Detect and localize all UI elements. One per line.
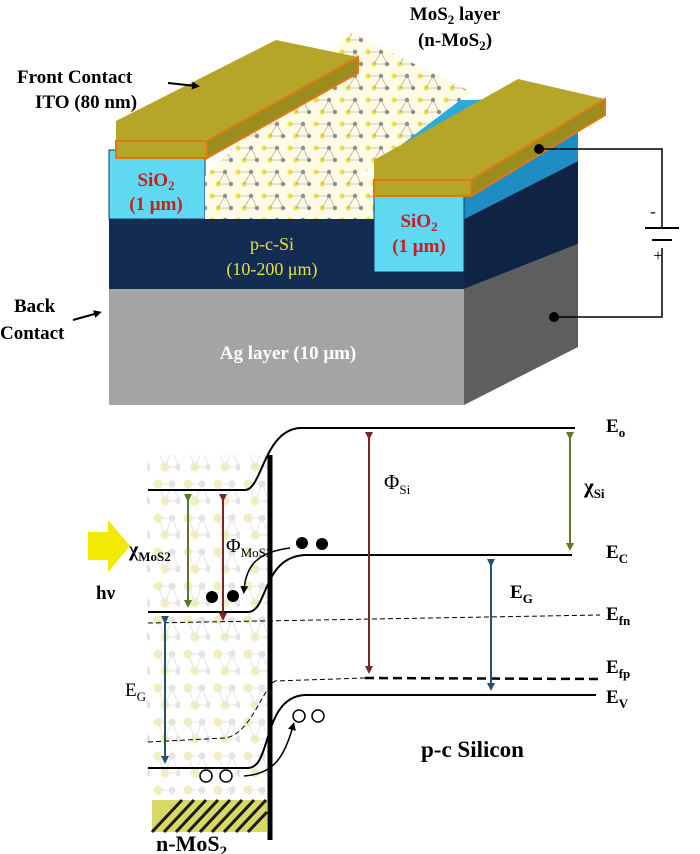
ag-layer-front	[109, 289, 464, 405]
battery-minus: -	[650, 202, 656, 221]
ito-right-front	[373, 179, 472, 197]
band-valence	[148, 694, 596, 769]
eg-left-label: EG	[125, 680, 146, 704]
psi-layer-side	[464, 161, 578, 289]
sio2-right-block	[373, 195, 465, 273]
sio2-left-label: SiO2	[137, 170, 174, 193]
sio2-right-size: (1 μm)	[392, 236, 446, 257]
back-contact-label: Back	[14, 296, 56, 317]
ito-label: ITO (80 nm)	[35, 92, 137, 113]
front-contact-label: Front Contact	[17, 67, 133, 88]
ito-left-top	[116, 40, 358, 141]
band-fermi-p-right	[364, 676, 601, 681]
phi-si-label: ΦSi	[384, 470, 411, 497]
psi-thickness: (10-200 μm)	[226, 259, 317, 280]
ag-layer-label: Ag layer (10 μm)	[220, 343, 357, 364]
electron-dot	[227, 590, 239, 602]
e0-label: Eo	[606, 416, 625, 440]
hole-dot	[199, 769, 213, 783]
band-conduction	[148, 554, 572, 613]
sio2-right-label: SiO2	[400, 211, 437, 234]
band-fermi-p	[147, 677, 366, 743]
photon-arrow-icon	[88, 520, 130, 572]
mos2-bottom-sheet	[150, 798, 269, 834]
back-contact-arrow	[72, 310, 102, 321]
chi-mos2-label: χMoS2	[128, 539, 171, 564]
ag-layer-side	[464, 244, 578, 405]
electron-dot	[316, 538, 328, 550]
sio2-left-size: (1 μm)	[129, 194, 183, 215]
electron-transfer-arrow	[240, 547, 291, 594]
back-contact-label-2: Contact	[0, 323, 65, 344]
p-silicon-label: p-c Silicon	[421, 737, 524, 762]
band-fermi-n	[147, 614, 601, 624]
mos2-layer-label: MoS2 layer	[410, 4, 501, 27]
mos2-layer-label-2: (n-MoS2)	[418, 30, 492, 53]
hv-label: hν	[96, 583, 116, 604]
hole-dot	[219, 769, 233, 783]
efp-label: Efp	[606, 657, 630, 681]
ev-label: EV	[606, 687, 629, 711]
chi-si-label: χSi	[583, 474, 605, 501]
hole-transfer-arrow	[243, 722, 296, 777]
front-contact-arrow	[167, 81, 200, 90]
mos2-lattice-sheet	[205, 32, 471, 176]
eg-right-label: EG	[510, 582, 533, 606]
ito-left-side	[206, 55, 359, 160]
band-vacuum-level	[148, 427, 575, 491]
hole-dot	[292, 709, 306, 723]
ito-left-front	[115, 140, 208, 159]
phi-mos2-label: ΦMoS2	[226, 535, 272, 560]
ito-right-top	[374, 79, 605, 180]
n-mos2-label: n-MoS2	[156, 831, 227, 854]
ec-label: EC	[606, 542, 628, 566]
device-structure: MoS2 layer (n-MoS2) Front Contact ITO (8…	[0, 4, 679, 405]
efn-label: Efn	[606, 604, 631, 628]
electron-dot	[296, 537, 308, 549]
band-diagram: Eo χSi ΦSi EC EG Efn Efp EV χMoS2 ΦMoS2	[88, 416, 631, 854]
mos2-lattice-front	[205, 176, 374, 219]
psi-label: p-c-Si	[250, 234, 294, 254]
hole-dot	[311, 709, 325, 723]
battery-plus: +	[653, 246, 663, 265]
electron-dot	[206, 591, 218, 603]
circuit-wire	[539, 148, 663, 318]
